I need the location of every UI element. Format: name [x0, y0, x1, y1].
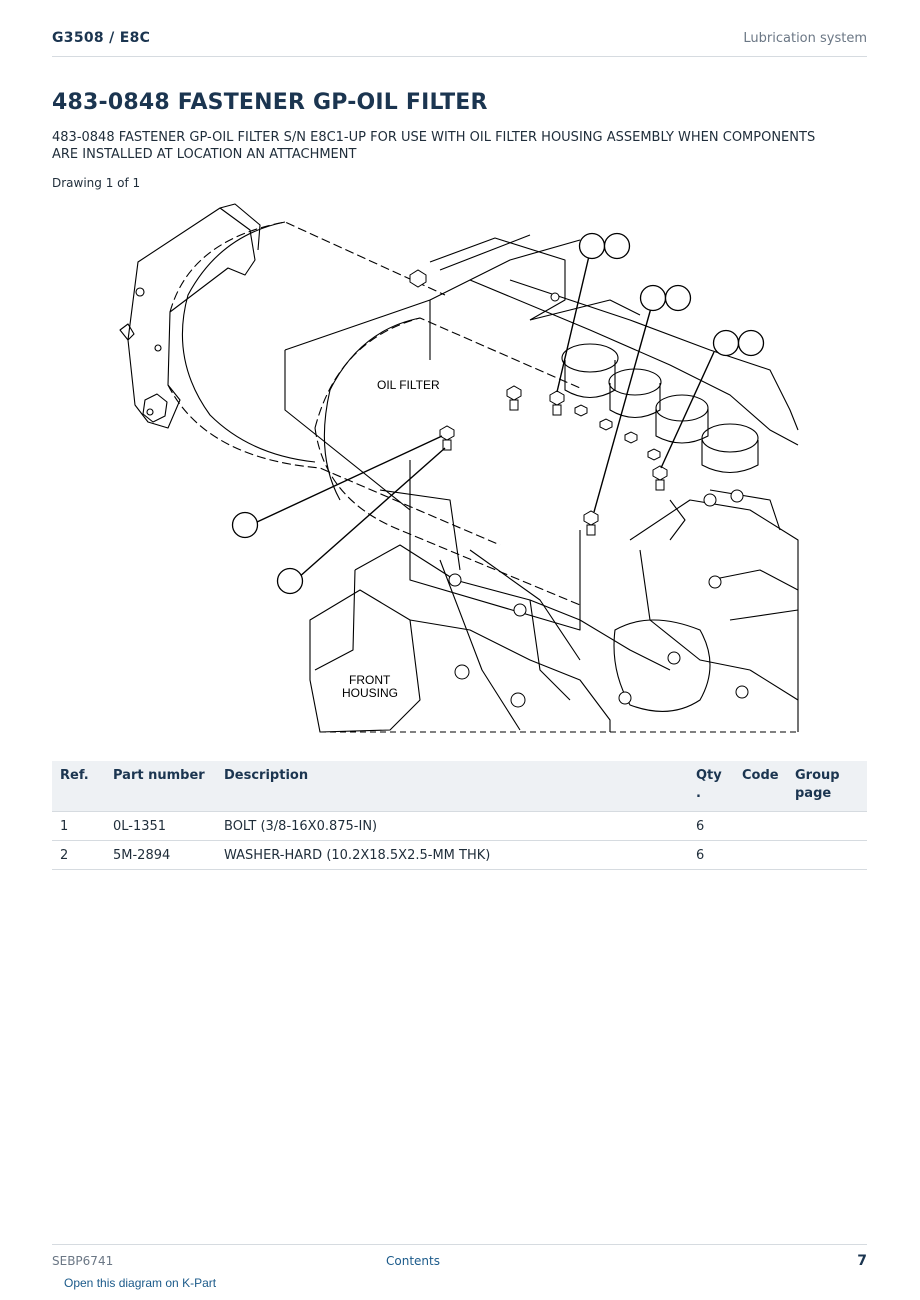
cell-part-number: 0L-1351 [105, 811, 216, 841]
cell-code [734, 811, 787, 841]
page-title: 483-0848 FASTENER GP-OIL FILTER [52, 90, 488, 115]
cell-qty: 6 [688, 811, 734, 841]
page-number: 7 [857, 1253, 867, 1269]
parts-table: Ref. Part number Description Qty . Code … [52, 761, 867, 870]
column-header-group-page: Group page [787, 761, 867, 812]
page-header: G3508 / E8C Lubrication system [52, 28, 867, 57]
cell-description: WASHER-HARD (10.2X18.5X2.5-MM THK) [216, 840, 688, 870]
group-description: 483-0848 FASTENER GP-OIL FILTER S/N E8C1… [52, 130, 816, 162]
doc-number: SEBP6741 [52, 1254, 114, 1268]
oil-filter-label: OIL FILTER [377, 378, 440, 392]
column-header-part-number: Part number [105, 761, 216, 812]
cell-group-page [787, 811, 867, 841]
cell-ref: 2 [52, 840, 105, 870]
cell-qty: 6 [688, 840, 734, 870]
contents-link[interactable]: Contents [386, 1254, 440, 1268]
column-header-code: Code [734, 761, 787, 812]
table-row: 2 5M-2894 WASHER-HARD (10.2X18.5X2.5-MM … [52, 840, 867, 870]
cell-group-page [787, 840, 867, 870]
cell-part-number: 5M-2894 [105, 840, 216, 870]
cell-ref: 1 [52, 811, 105, 841]
section-label: Lubrication system [743, 31, 867, 46]
table-header-row: Ref. Part number Description Qty . Code … [52, 761, 867, 812]
front-housing-label-line2: HOUSING [342, 686, 398, 700]
model-label: G3508 / E8C [52, 30, 151, 46]
page-footer: SEBP6741 Contents 7 [52, 1244, 867, 1275]
parts-diagram: OIL FILTER FRONT HOUSING [110, 200, 810, 740]
column-header-qty: Qty . [688, 761, 734, 812]
drawing-count: Drawing 1 of 1 [52, 176, 141, 190]
open-kpart-link[interactable]: Open this diagram on K-Part [64, 1276, 217, 1290]
front-housing-label-line1: FRONT [349, 673, 391, 687]
column-header-description: Description [216, 761, 688, 812]
column-header-ref: Ref. [52, 761, 105, 812]
cell-code [734, 840, 787, 870]
cell-description: BOLT (3/8-16X0.875-IN) [216, 811, 688, 841]
diagram-drawing: OIL FILTER FRONT HOUSING [119, 203, 799, 733]
table-row: 1 0L-1351 BOLT (3/8-16X0.875-IN) 6 [52, 811, 867, 841]
